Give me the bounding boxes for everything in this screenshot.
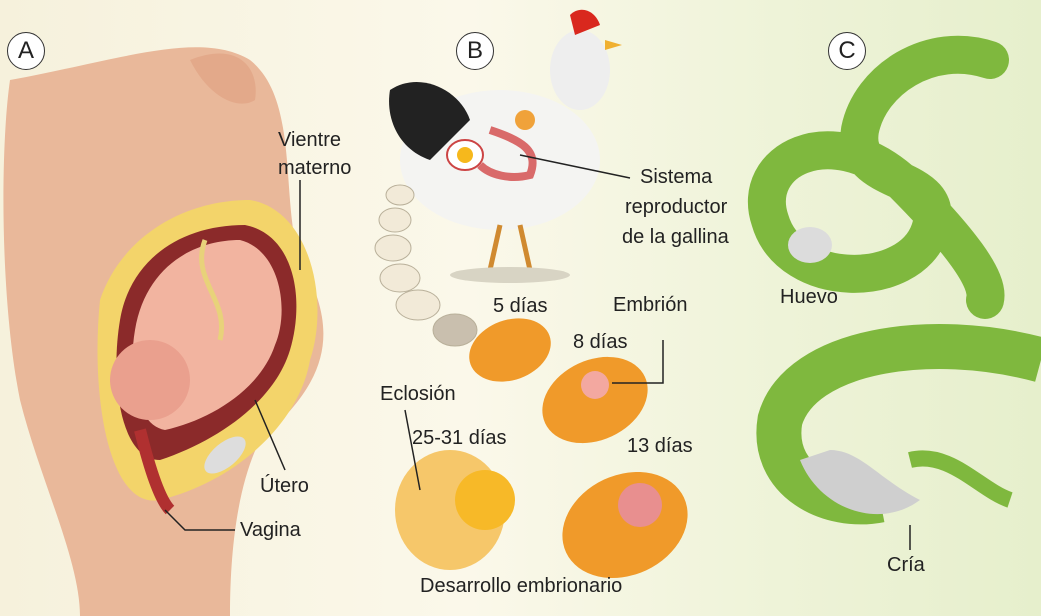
label-embryo: Embrión (613, 294, 688, 316)
hen-illustration (389, 9, 622, 283)
egg-chain (374, 184, 478, 347)
label-system-line3: de la gallina (622, 226, 729, 248)
label-hatchling: Cría (887, 554, 925, 576)
label-day8: 8 días (573, 331, 628, 353)
label-system-line2: reproductor (625, 196, 728, 218)
label-hatching: Eclosión (380, 383, 456, 405)
label-development: Desarrollo embrionario (420, 575, 623, 597)
panel-b-leader-lines (404, 154, 664, 491)
embryo-eggs (395, 318, 688, 578)
label-belly-line2: materno (278, 157, 352, 179)
panel-b-letter: B (456, 32, 494, 70)
panel-a-letter: A (7, 32, 45, 70)
label-uterus: Útero (260, 475, 309, 497)
snake-top-illustration (747, 35, 1009, 319)
pregnant-woman-illustration (3, 47, 324, 616)
label-day25: 25-31 días (412, 427, 507, 449)
label-day13: 13 días (627, 435, 693, 457)
label-belly-line1: Vientre (278, 129, 342, 151)
snake-bottom-illustration (756, 324, 1041, 525)
label-system-line1: Sistema (640, 166, 713, 188)
panel-c-letter: C (828, 32, 866, 70)
panel-a-leader-lines (164, 180, 301, 531)
label-egg: Huevo (780, 286, 838, 308)
label-day5: 5 días (493, 295, 548, 317)
label-vagina: Vagina (240, 519, 301, 541)
